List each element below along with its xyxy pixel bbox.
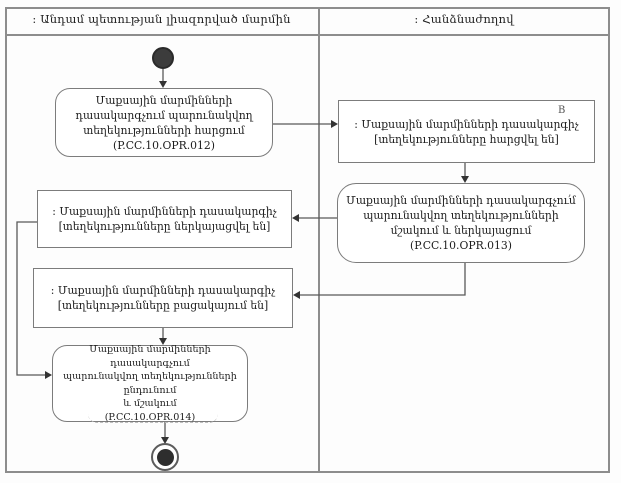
- end-node-core: [156, 448, 174, 466]
- end-node: [151, 443, 179, 471]
- object-classifier-missing: : Մաքսային մարմինների դասակարգիչ [տեղեկո…: [33, 268, 293, 328]
- lane-header-separator: [5, 34, 610, 36]
- activity-process-and-present: Մաքսային մարմինների դասակարգչում պարունա…: [337, 183, 585, 263]
- object-classifier-presented: : Մաքսային մարմինների դասակարգիչ [տեղեկո…: [37, 190, 292, 248]
- lane-title-authorized-body: : Անդամ պետության լիազորված մարմին: [32, 12, 291, 26]
- activity-receive-and-process: Մաքսային մարմինների դասակարգչում պարունա…: [52, 344, 248, 423]
- activity-query-information: Մաքսային մարմինների դասակարգչում պարունա…: [55, 88, 273, 157]
- scan-mark-comma: ,: [568, 186, 572, 199]
- scan-ghost-line: [88, 414, 218, 423]
- scan-mark-b: B: [558, 105, 566, 116]
- lane-divider: [318, 7, 320, 473]
- start-node: [152, 47, 174, 69]
- object-classifier-queried: : Մաքսային մարմինների դասակարգիչ [տեղեկո…: [338, 100, 595, 163]
- lane-title-commission: : Հանձնաժողով: [414, 12, 514, 26]
- diagram-frame: [5, 7, 610, 473]
